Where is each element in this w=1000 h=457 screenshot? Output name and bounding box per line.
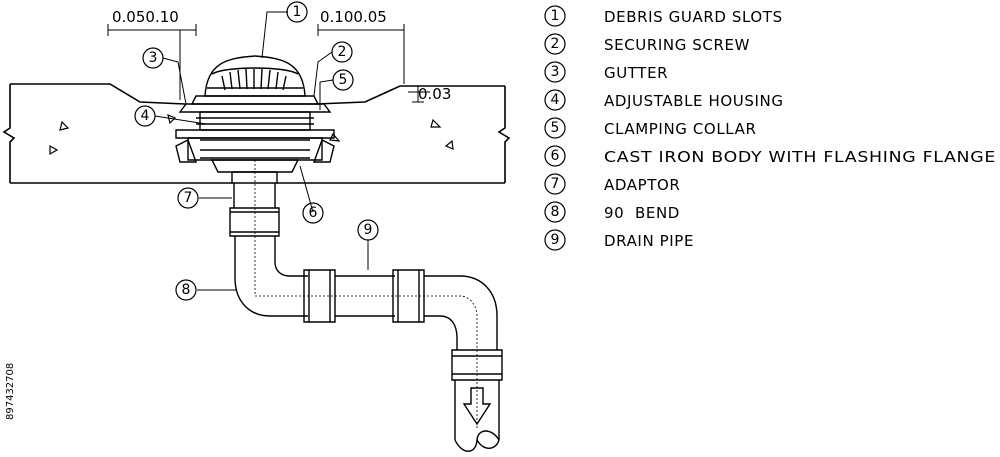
pipework (229, 207, 503, 452)
callout-4: 4 (134, 105, 156, 127)
svg-text:4: 4 (551, 92, 560, 108)
legend-item-2: 2 SECURING SCREW (544, 33, 750, 55)
legend-item-3: 3 GUTTER (544, 61, 668, 83)
svg-text:9: 9 (364, 222, 373, 238)
callout-7: 7 (177, 187, 199, 209)
svg-text:ADJUSTABLE HOUSING: ADJUSTABLE HOUSING (604, 92, 784, 110)
legend-item-7: 7 ADAPTOR (544, 173, 680, 195)
callout-leaders (154, 11, 369, 291)
dimension-slope: 0.03 (418, 85, 451, 103)
svg-text:1: 1 (293, 4, 302, 20)
svg-text:90 BEND: 90 BEND (604, 204, 680, 222)
svg-text:5: 5 (551, 120, 560, 136)
callout-8: 8 (175, 279, 197, 301)
roof-slab (2, 83, 511, 184)
svg-text:SECURING SCREW: SECURING SCREW (604, 36, 750, 54)
svg-text:7: 7 (551, 176, 560, 192)
legend-item-4: 4 ADJUSTABLE HOUSING (544, 89, 784, 111)
pipe-centerline (254, 160, 478, 430)
svg-text:3: 3 (149, 50, 158, 66)
callout-1: 1 (286, 1, 308, 23)
callout-6: 6 (302, 202, 324, 224)
dimension-left: 0.050.10 (112, 8, 179, 26)
svg-text:7: 7 (184, 190, 193, 206)
legend-item-8: 8 90 BEND (544, 201, 680, 223)
callout-9: 9 (357, 219, 379, 241)
drain-assembly (175, 55, 335, 208)
concrete-aggregate (49, 113, 454, 156)
callout-2: 2 (331, 41, 353, 63)
legend-item-9: 9 DRAIN PIPE (544, 229, 694, 251)
svg-text:8: 8 (551, 204, 560, 220)
svg-text:9: 9 (551, 232, 560, 248)
callout-5: 5 (332, 69, 354, 91)
callout-3: 3 (142, 47, 164, 69)
legend-item-1: 1 DEBRIS GUARD SLOTS (544, 5, 783, 27)
svg-text:6: 6 (551, 148, 560, 164)
svg-text:ADAPTOR: ADAPTOR (604, 176, 680, 194)
svg-text:5: 5 (339, 72, 348, 88)
svg-text:3: 3 (551, 64, 560, 80)
stock-id: 897432708 (5, 363, 16, 420)
svg-text:8: 8 (182, 282, 191, 298)
dimension-right: 0.100.05 (320, 8, 387, 26)
svg-text:6: 6 (309, 205, 318, 221)
svg-text:GUTTER: GUTTER (604, 64, 668, 82)
svg-text:1: 1 (551, 8, 560, 24)
svg-text:CLAMPING COLLAR: CLAMPING COLLAR (604, 120, 756, 138)
svg-text:2: 2 (551, 36, 560, 52)
dimension-lines (107, 24, 430, 103)
legend: 1 DEBRIS GUARD SLOTS 2 SECURING SCREW 3 … (544, 5, 996, 251)
svg-text:CAST IRON BODY WITH FLASHING F: CAST IRON BODY WITH FLASHING FLANGE (604, 148, 996, 166)
svg-text:4: 4 (141, 108, 150, 124)
svg-text:2: 2 (338, 44, 347, 60)
flow-arrow (462, 387, 492, 426)
legend-item-6: 6 CAST IRON BODY WITH FLASHING FLANGE (544, 145, 996, 167)
svg-text:DRAIN PIPE: DRAIN PIPE (604, 232, 694, 250)
legend-item-5: 5 CLAMPING COLLAR (544, 117, 756, 139)
svg-text:DEBRIS GUARD SLOTS: DEBRIS GUARD SLOTS (604, 8, 783, 26)
